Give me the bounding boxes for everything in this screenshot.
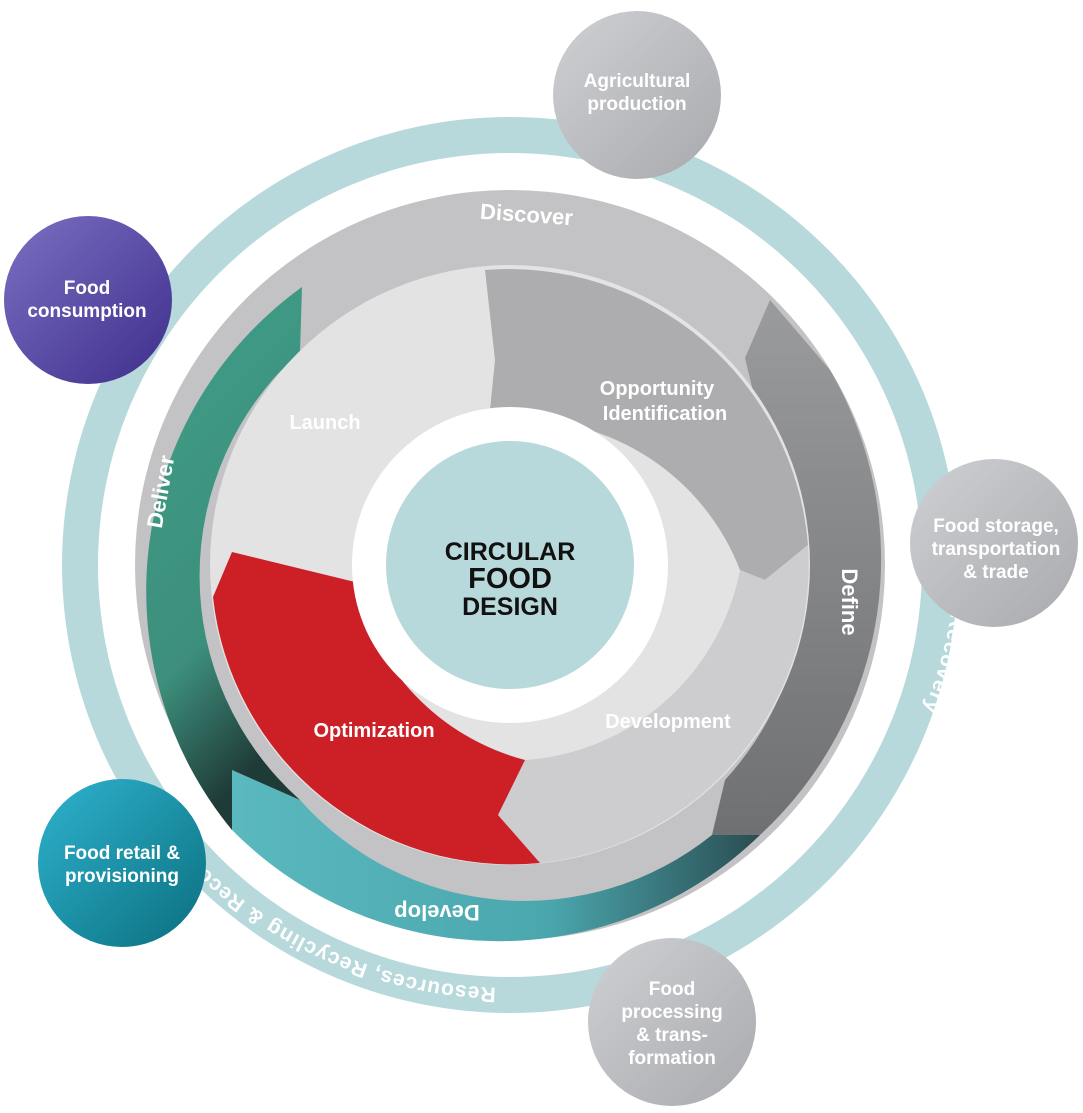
satellite-storage-line-2: transportation (932, 539, 1061, 560)
satellite-retail-line-2: provisioning (65, 866, 179, 887)
satellite-processing-line-4: formation (628, 1048, 716, 1069)
center-title-line-3: DESIGN (462, 593, 558, 621)
satellite-processing-line-3: & trans- (636, 1025, 708, 1046)
satellite-food-processing (588, 938, 756, 1106)
phase-label-develop: Develop (394, 900, 480, 925)
satellite-consumption-line-2: consumption (27, 301, 146, 322)
satellite-food-consumption (4, 216, 172, 384)
development-stage (498, 545, 809, 863)
satellite-processing-line-1: Food (649, 979, 695, 1000)
satellite-agricultural-line-2: production (587, 94, 686, 115)
satellite-food-storage (910, 459, 1078, 627)
stage-label-development: Development (605, 711, 731, 733)
stage-label-launch: Launch (289, 412, 360, 434)
stage-label-opportunity-line-1: Opportunity (600, 378, 715, 400)
optimization-stage (213, 552, 540, 865)
stage-label-opportunity-line-2: Identification (603, 403, 727, 425)
phase-label-define: Define (837, 568, 862, 635)
develop-phase (232, 770, 760, 942)
center-core (386, 441, 634, 689)
satellite-food-retail (38, 779, 206, 947)
satellite-retail-line-1: Food retail & (64, 843, 180, 864)
deliver-phase (146, 287, 302, 830)
define-phase (712, 300, 882, 835)
satellite-consumption-line-1: Food (64, 278, 110, 299)
satellite-agricultural-line-1: Agricultural (584, 71, 691, 92)
center-title-line-1: CIRCULAR (445, 538, 576, 566)
satellite-processing-line-2: processing (621, 1002, 722, 1023)
opportunity-stage (485, 269, 808, 580)
satellite-storage-line-3: & trade (963, 562, 1028, 583)
center-title-line-2: FOOD (468, 563, 552, 595)
satellite-agricultural-production (553, 11, 721, 179)
stage-label-optimization: Optimization (313, 720, 434, 742)
satellite-storage-line-1: Food storage, (933, 516, 1059, 537)
